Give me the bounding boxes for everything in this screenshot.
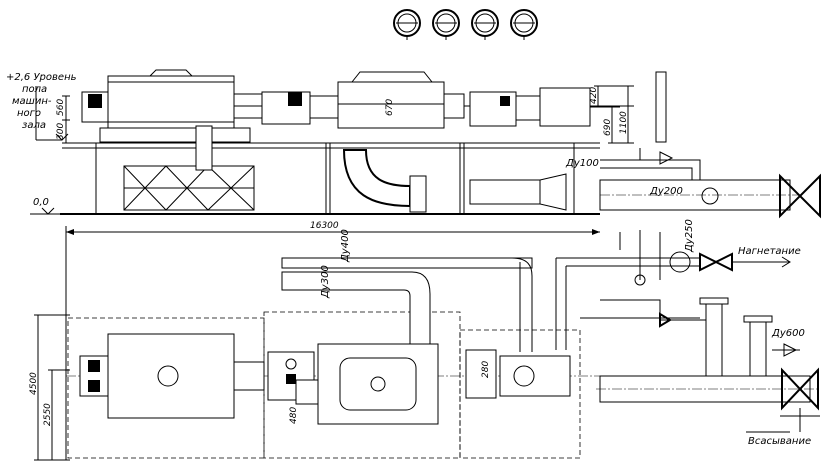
level-marker-zero: 0,0: [30, 197, 60, 215]
label-du400: Ду400: [340, 229, 351, 263]
motor-plan-body: [107, 333, 235, 419]
discharge-piping-elevation: Ду200: [599, 148, 821, 219]
dim-690: 690: [603, 119, 613, 136]
level-top-label-4: ного: [17, 108, 41, 119]
pipe-du300-plan: Ду300: [281, 265, 431, 345]
foundation-pump: [463, 142, 575, 215]
section-symbols: [393, 9, 538, 40]
booster-pump-elevation: [469, 87, 620, 127]
suction-valve-plan: [781, 367, 819, 411]
vertical-vessel: [195, 125, 213, 171]
level-top-label-3: машин-: [12, 96, 52, 107]
pump-casing: [337, 81, 445, 129]
level-top-label-5: зала: [22, 120, 46, 131]
gearbox-elevation: [261, 91, 339, 125]
section-symbol-4: [510, 9, 538, 40]
dim-560: 560: [56, 99, 66, 116]
label-discharge: Нагнетание: [738, 246, 801, 257]
suction-valve-elevation: [779, 173, 802, 219]
label-du200: Ду200: [649, 186, 683, 197]
discharge-manifold-plan: Нагнетание Ду250: [555, 219, 801, 350]
discharge-valve: [699, 252, 733, 272]
level-top-label-2: пола: [22, 84, 47, 95]
dim-480: 480: [289, 407, 299, 424]
level-marker-top: +2,6 Уровень пола машин- ного зала: [6, 72, 77, 141]
suction-pipe-du200: [599, 179, 791, 211]
pump-elevation: 670: [337, 71, 465, 129]
pipe-riser-plan: [511, 257, 533, 352]
dim-1100: 1100: [619, 111, 629, 134]
section-symbol-3: [471, 9, 499, 40]
dim-670: 670: [385, 99, 395, 116]
label-du100: Ду100: [565, 158, 599, 169]
suction-pipe-du600-plan: Ду600 Всасывание: [596, 297, 820, 447]
booster-pump-plan: 280: [465, 349, 571, 399]
section-symbol-1: [393, 9, 421, 40]
pipe-du100-elevation: Ду100: [469, 158, 599, 211]
elbow-pipe: [342, 149, 427, 213]
level-zero-label: 0,0: [33, 197, 49, 208]
motor-elevation: [81, 69, 263, 143]
support-truss: [123, 165, 255, 211]
pump-plan: 480: [267, 343, 439, 425]
dim-280: 280: [481, 361, 491, 378]
label-du300: Ду300: [320, 265, 331, 299]
foundation-gearbox: [329, 142, 461, 215]
label-du250: Ду250: [684, 219, 695, 253]
dim-left-vertical: 300 560: [56, 95, 70, 143]
dim-overall-length: 16300: [65, 221, 600, 460]
pump-plan-casing: [317, 343, 439, 425]
label-du600: Ду600: [771, 328, 805, 339]
motor-body: [107, 75, 235, 129]
dim-300: 300: [56, 123, 66, 140]
section-symbol-2: [432, 9, 460, 40]
elevation-view: +2,6 Уровень пола машин- ного зала 0,0 3…: [6, 69, 821, 219]
motor-plan: [79, 333, 265, 419]
dim-420: 420: [589, 87, 599, 104]
dim-16300: 16300: [310, 221, 339, 231]
level-top-label-1: +2,6 Уровень: [6, 72, 77, 83]
pipe-du400-plan: Ду400: [281, 229, 533, 269]
discharge-column: [655, 71, 667, 143]
label-suction: Всасывание: [748, 436, 811, 447]
plan-view: 16300 4500 2550: [29, 219, 820, 461]
dim-plan-left: 4500 2550: [29, 314, 70, 461]
dim-4500: 4500: [29, 372, 39, 395]
dim-2550: 2550: [43, 403, 53, 426]
dim-right-vertical: 420 690 1100: [589, 85, 634, 144]
